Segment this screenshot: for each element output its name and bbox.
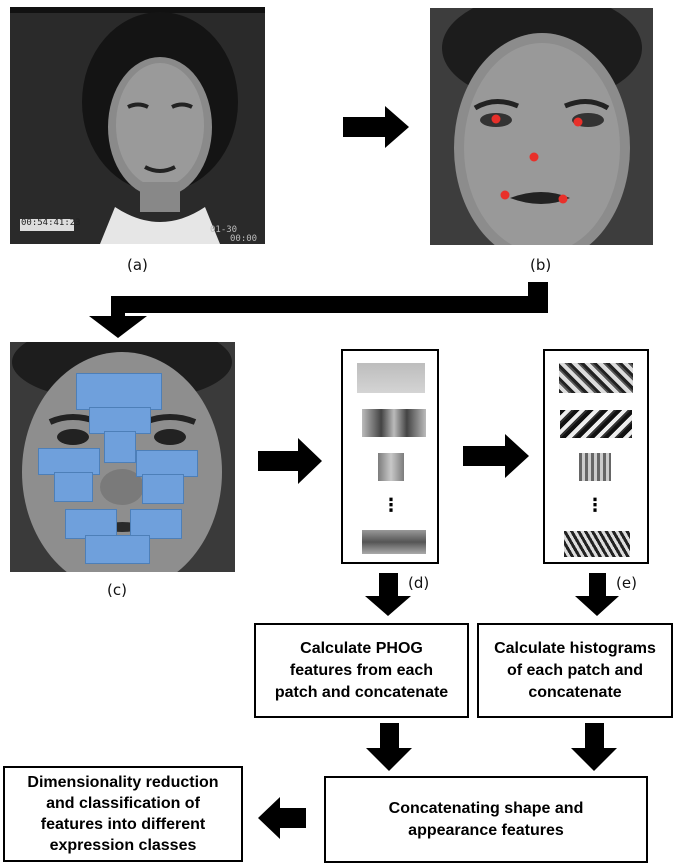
patch-right-cheek-lower bbox=[142, 474, 184, 504]
patch-nose-bridge bbox=[104, 431, 136, 463]
histogram-step-box: Calculate histograms of each patch and c… bbox=[477, 623, 673, 718]
patch-mouth-right bbox=[130, 509, 182, 539]
patch-left-cheek-lower bbox=[54, 472, 93, 502]
face-photo-c bbox=[10, 342, 235, 572]
landmark-mouth-right bbox=[558, 194, 568, 204]
concat-step-text: Concatenating shape and appearance featu… bbox=[388, 799, 584, 839]
patch-left-cheek-upper bbox=[38, 448, 100, 475]
patch-mouth-left bbox=[65, 509, 117, 539]
phog-step-text: Calculate PHOG features from each patch … bbox=[274, 639, 449, 701]
lbp-thumb-nose bbox=[579, 453, 611, 481]
face-photo-b bbox=[430, 8, 653, 245]
face-b-drawing bbox=[430, 8, 653, 245]
arrow-d-to-e bbox=[463, 434, 529, 478]
patch-forehead-top bbox=[76, 373, 162, 410]
histogram-step-text: Calculate histograms of each patch and c… bbox=[494, 639, 656, 701]
lbp-thumb-chin bbox=[564, 531, 630, 557]
arrow-phog-down bbox=[366, 723, 412, 771]
corner-text-2: 00:00 bbox=[230, 234, 258, 244]
arrow-e-down bbox=[575, 573, 619, 616]
landmark-right-eye bbox=[573, 117, 583, 127]
patch-thumb-forehead bbox=[357, 363, 425, 393]
arrow-concat-to-final bbox=[258, 797, 306, 839]
concat-step-box: Concatenating shape and appearance featu… bbox=[324, 776, 648, 863]
panel-label-c: (c) bbox=[107, 581, 127, 599]
patch-thumb-eyes bbox=[362, 409, 426, 437]
panel-label-a: (a) bbox=[127, 256, 148, 274]
shape-patches-box: ⋮ bbox=[341, 349, 439, 564]
arrow-a-to-b bbox=[343, 106, 409, 148]
patch-chin bbox=[85, 535, 150, 564]
patch-thumb-chin bbox=[362, 530, 426, 554]
landmark-nose bbox=[529, 152, 539, 162]
timecode-text: 00:54:41:23 bbox=[21, 218, 81, 228]
face-photo-a: 00:54:41:23 01-30 00:00 bbox=[10, 7, 265, 244]
landmark-left-eye bbox=[491, 114, 501, 124]
panel-label-b: (b) bbox=[530, 256, 552, 274]
final-step-text: Dimensionality reduction and classificat… bbox=[27, 774, 219, 854]
landmark-mouth-left bbox=[500, 190, 510, 200]
appearance-patches-box: ⋮ bbox=[543, 349, 649, 564]
phog-step-box: Calculate PHOG features from each patch … bbox=[254, 623, 469, 718]
panel-label-d: (d) bbox=[408, 574, 430, 592]
ellipsis-d: ⋮ bbox=[382, 495, 400, 515]
panel-label-e: (e) bbox=[616, 574, 637, 592]
ellipsis-e: ⋮ bbox=[586, 495, 604, 515]
lbp-thumb-forehead bbox=[559, 363, 633, 393]
arrow-d-down bbox=[365, 573, 411, 616]
arrow-b-to-c bbox=[89, 282, 548, 338]
corner-text: 01-30 bbox=[210, 225, 238, 235]
arrow-hist-down bbox=[571, 723, 617, 771]
arrow-c-to-d bbox=[258, 438, 322, 484]
patch-thumb-nose bbox=[378, 453, 404, 481]
final-step-box: Dimensionality reduction and classificat… bbox=[3, 766, 243, 862]
lbp-thumb-eyes bbox=[560, 410, 632, 438]
patch-forehead-mid bbox=[89, 407, 151, 434]
face-a-drawing bbox=[10, 7, 265, 244]
